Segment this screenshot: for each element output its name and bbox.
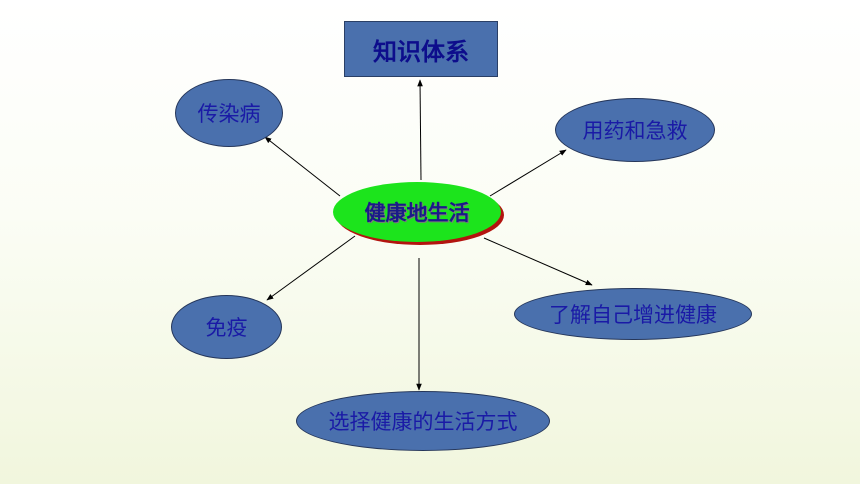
title-label: 知识体系	[373, 37, 469, 66]
arrow-to-title	[417, 79, 423, 181]
node-immunity: 免疫	[171, 295, 282, 359]
center-node: 健康地生活	[333, 182, 501, 242]
arrow-to-immunity	[266, 235, 356, 301]
title-box: 知识体系	[344, 21, 498, 77]
arrow-to-know-yourself	[483, 237, 593, 286]
node-know-yourself: 了解自己增进健康	[514, 288, 752, 340]
arrow-to-medicine-first-aid	[489, 149, 567, 197]
node-infectious-disease: 传染病	[175, 79, 283, 147]
arrow-to-infectious-disease	[264, 136, 341, 197]
node-medicine-first-aid: 用药和急救	[555, 98, 715, 162]
node-healthy-lifestyle: 选择健康的生活方式	[296, 391, 550, 451]
